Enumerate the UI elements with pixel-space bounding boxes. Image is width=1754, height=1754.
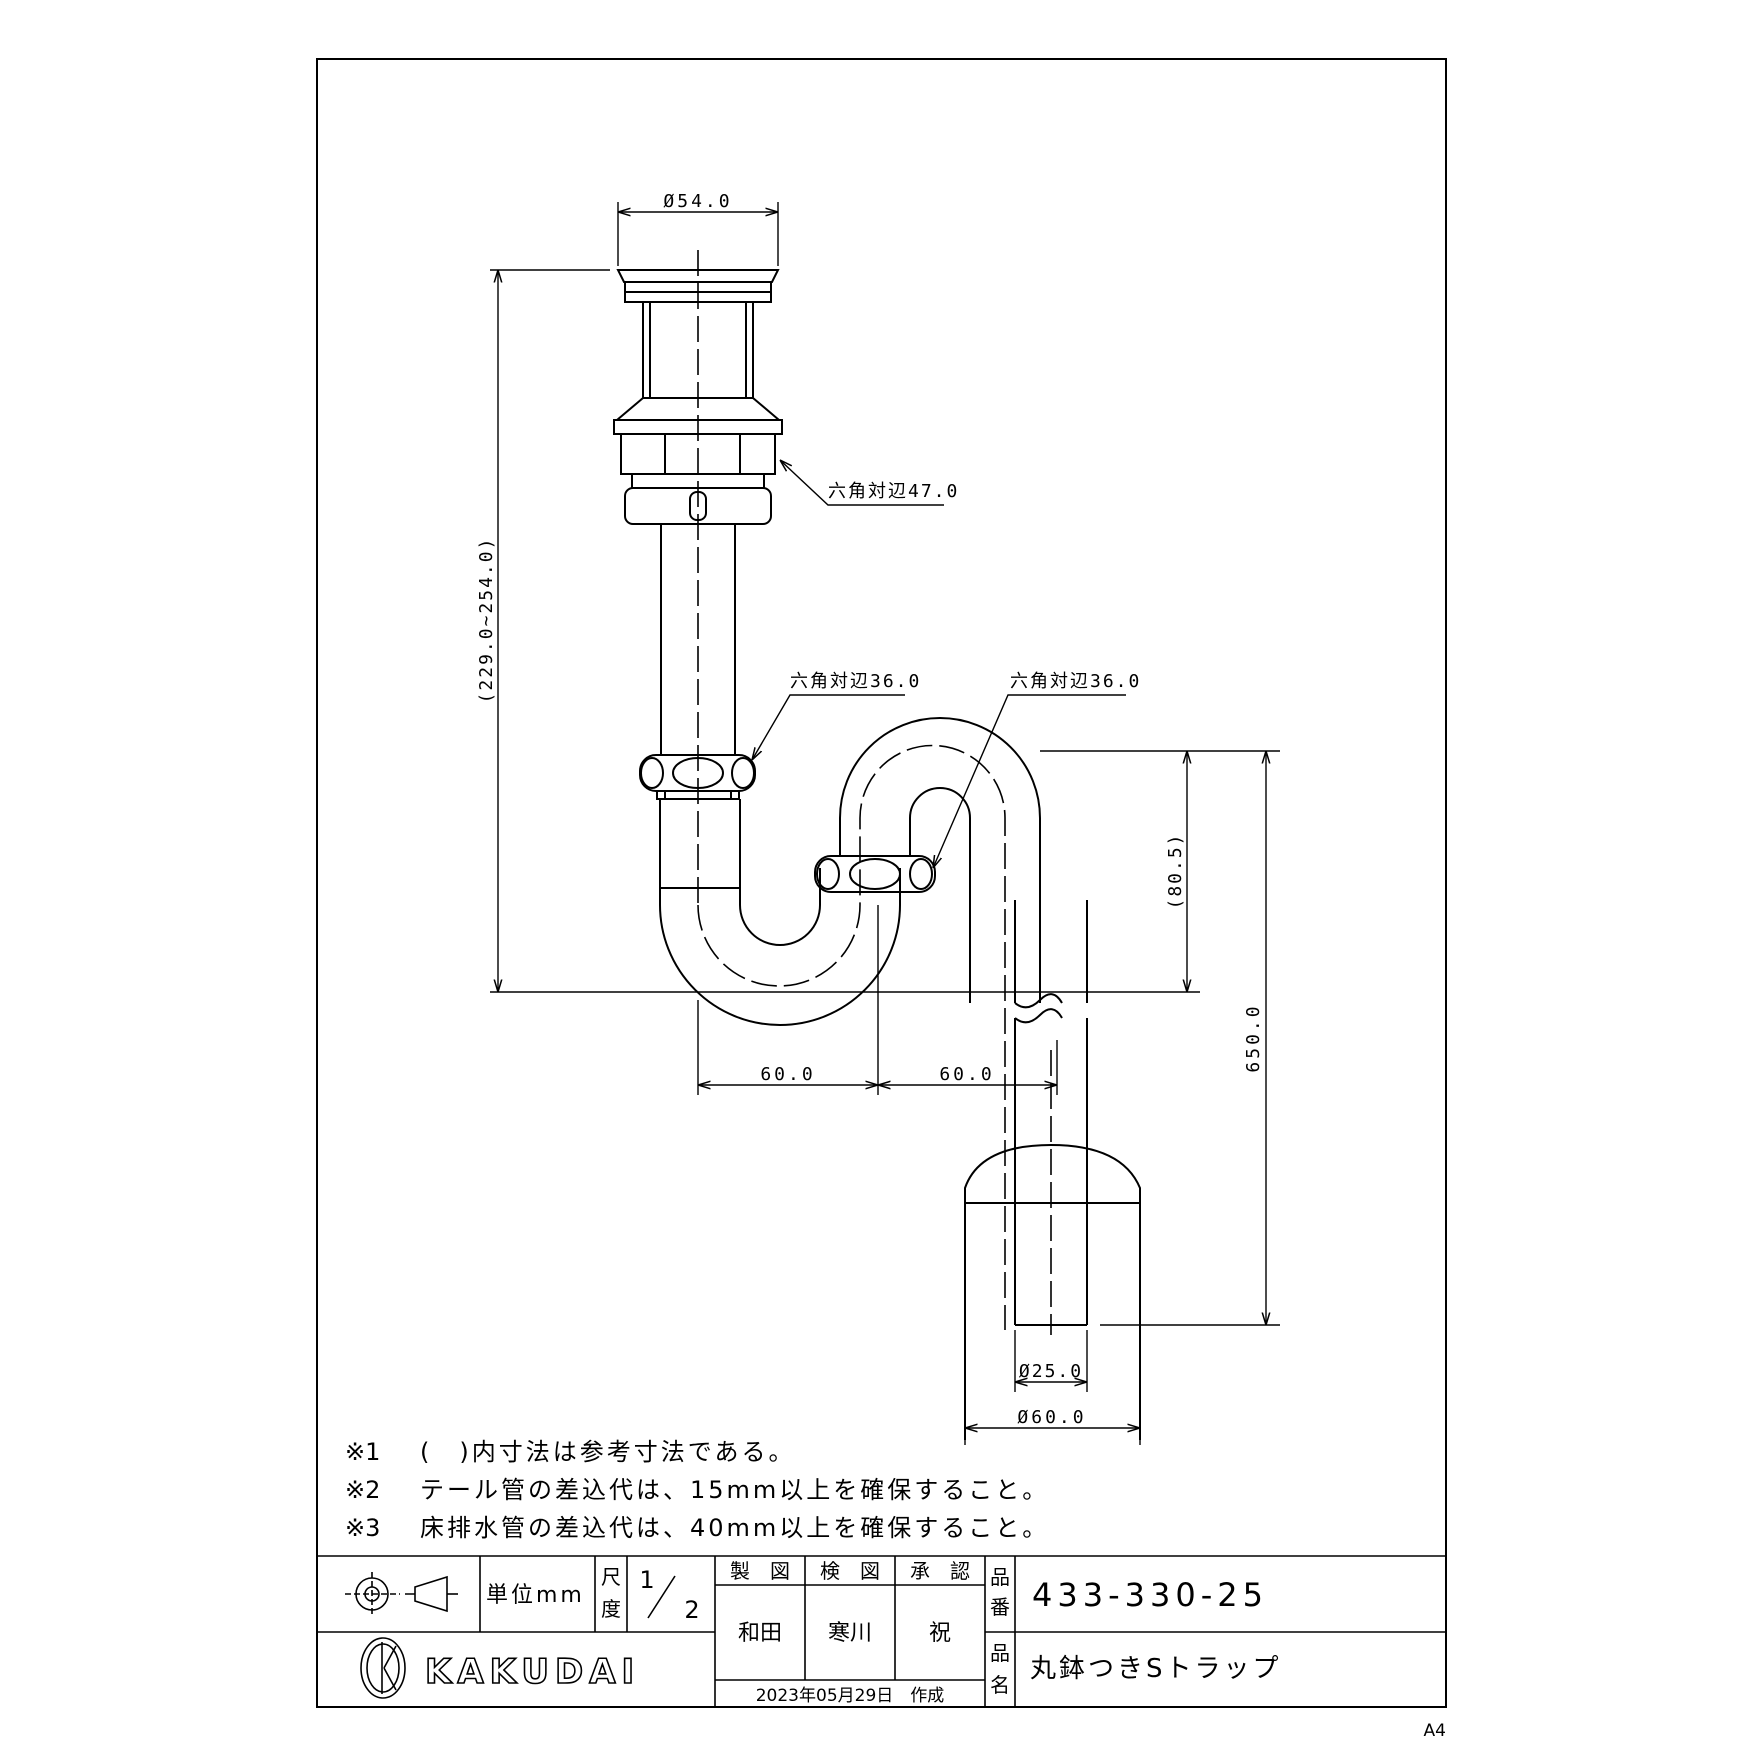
note-1-mark: ※1: [345, 1438, 380, 1466]
dim-pipe-diameter: Ø25.0: [1019, 1361, 1083, 1382]
drawn-by: 和田: [738, 1621, 782, 1646]
dim-offset-right: 60.0: [939, 1064, 994, 1085]
approved-header: 承 認: [910, 1559, 970, 1583]
date-line: 2023年05月29日 作成: [756, 1686, 945, 1706]
dim-offset-left: 60.0: [760, 1064, 815, 1085]
scale-denominator: 2: [684, 1596, 699, 1624]
dim-floor-length: 650.0: [1243, 1003, 1264, 1072]
sheet-border: [316, 58, 1447, 1708]
third-angle-projection-icon: [345, 1572, 458, 1616]
dimension-labels: Ø54.0 六角対辺47.0 六角対辺36.0 六角対辺36.0 (229.0~…: [476, 191, 1264, 1428]
name-label-2: 名: [990, 1673, 1010, 1697]
dim-hex-right: 六角対辺36.0: [1010, 671, 1141, 692]
note-2-mark: ※2: [345, 1476, 380, 1504]
note-2-text: テール管の差込代は、15mm以上を確保すること。: [420, 1476, 1049, 1504]
dim-trap-height: (80.5): [1165, 832, 1186, 909]
title-block: 単位mm 尺 度 1 2 製 図 検 図 承 認 和田 寒川 祝 品 番 433…: [317, 1555, 1446, 1707]
note-3-text: 床排水管の差込代は、40mm以上を確保すること。: [420, 1514, 1049, 1542]
center-lines: [697, 250, 1052, 1335]
note-1-text: ( )内寸法は参考寸法である。: [420, 1438, 796, 1466]
dimension-lines: [490, 202, 1280, 1445]
part-no-label-2: 番: [990, 1595, 1010, 1619]
scale-numerator: 1: [639, 1566, 654, 1594]
checked-by: 寒川: [828, 1621, 872, 1646]
dim-hex-top: 六角対辺47.0: [828, 481, 959, 502]
kakudai-logo-icon: [360, 1637, 406, 1699]
notes: ※1 ( )内寸法は参考寸法である。 ※2 テール管の差込代は、15mm以上を確…: [345, 1438, 1049, 1542]
dim-flange-diameter: Ø60.0: [1017, 1407, 1086, 1428]
drawn-header: 製 図: [730, 1559, 790, 1583]
scale-label-1: 尺: [601, 1565, 621, 1589]
scale-label-2: 度: [601, 1597, 621, 1621]
brand-wordmark: KAKUDAI: [425, 1652, 640, 1692]
unit-label: 単位mm: [486, 1583, 585, 1608]
dim-hex-left: 六角対辺36.0: [790, 671, 921, 692]
name-label-1: 品: [990, 1641, 1010, 1665]
dim-top-diameter: Ø54.0: [663, 191, 732, 212]
checked-header: 検 図: [820, 1559, 880, 1583]
product-name: 丸鉢つきSトラップ: [1030, 1654, 1282, 1684]
strap-drawing: [613, 269, 1141, 1440]
paper-size: A4: [1424, 1721, 1446, 1741]
approved-by: 祝: [929, 1621, 951, 1646]
part-no: 433-330-25: [1032, 1576, 1268, 1614]
note-3-mark: ※3: [345, 1514, 380, 1542]
part-no-label-1: 品: [990, 1565, 1010, 1589]
dim-total-height: (229.0~254.0): [476, 537, 497, 704]
